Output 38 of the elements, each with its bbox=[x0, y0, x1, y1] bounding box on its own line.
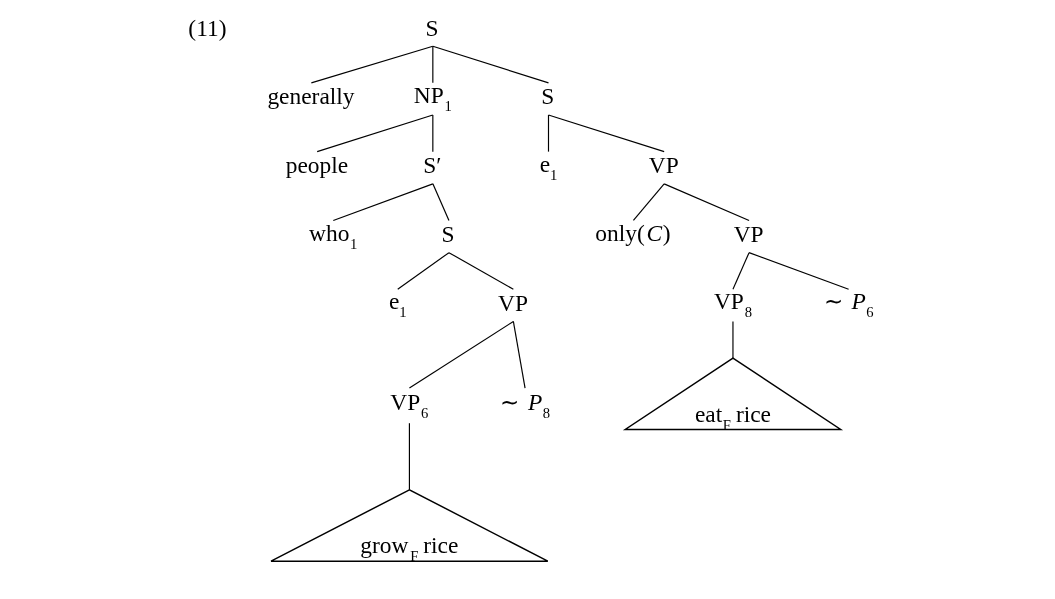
connector bbox=[316, 114, 433, 153]
connector bbox=[332, 183, 433, 222]
connector bbox=[547, 114, 549, 153]
connector bbox=[408, 320, 514, 389]
node-text: e$_{1}$ bbox=[388, 288, 406, 321]
connector bbox=[663, 183, 750, 222]
node-text: generally bbox=[266, 83, 354, 110]
connector bbox=[408, 422, 410, 491]
node-text: people bbox=[285, 152, 348, 179]
node-text: S bbox=[540, 83, 554, 110]
connector bbox=[512, 320, 526, 389]
node-text: S bbox=[425, 14, 439, 41]
connector bbox=[396, 252, 450, 290]
node-text: ∼ P$_{6}$ bbox=[823, 288, 873, 321]
connector bbox=[731, 320, 734, 359]
node-text: VP bbox=[733, 221, 764, 248]
connector bbox=[632, 183, 665, 222]
label: (11) bbox=[187, 14, 226, 41]
connector bbox=[731, 252, 750, 290]
connector bbox=[310, 45, 433, 84]
connector bbox=[547, 114, 665, 153]
connector bbox=[431, 114, 433, 153]
node-text: only(C) bbox=[594, 219, 670, 246]
node-text: S′ bbox=[422, 152, 441, 179]
connector bbox=[747, 252, 849, 290]
node-text: S bbox=[441, 221, 455, 248]
connector bbox=[431, 45, 549, 84]
connector bbox=[431, 183, 450, 222]
node-text: VP bbox=[648, 152, 679, 179]
node-text: ∼ P$_{8}$ bbox=[499, 388, 550, 421]
node-text: NP$_{1}$ bbox=[413, 82, 452, 115]
node-text: e$_{1}$ bbox=[539, 150, 557, 183]
node-text: VP bbox=[497, 289, 528, 316]
node-text: VP$_{8}$ bbox=[713, 288, 752, 321]
node-text: VP$_{6}$ bbox=[389, 388, 428, 421]
connector bbox=[431, 45, 433, 84]
node-text: who$_{1}$ bbox=[308, 219, 357, 252]
connector bbox=[447, 252, 514, 290]
